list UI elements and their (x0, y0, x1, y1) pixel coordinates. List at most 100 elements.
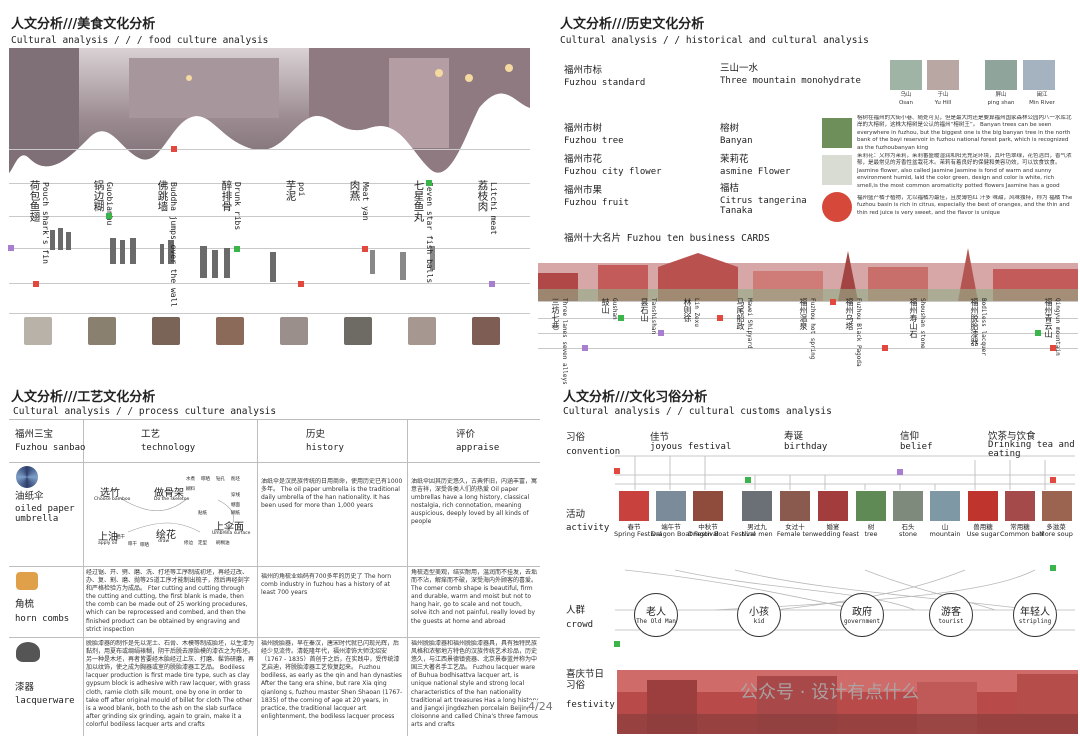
three-mountains-label-cn: 三山一水 (720, 63, 759, 74)
minor-step: 水煮 (186, 477, 195, 482)
food-photo (24, 317, 52, 345)
landmarks-strip-image (538, 248, 1078, 301)
marker-dot (1050, 345, 1056, 351)
customs-culture-subtitle: Cultural analysis / / cultural customs a… (563, 406, 832, 417)
table-border (83, 419, 84, 736)
minor-step: 晾晒 (201, 477, 210, 482)
lacquer-technology: 脱胎漆器的制作是先以泥土、石膏、木模等制成胎坯，以生漆为黏剂，用夏布或绸绢裱糊，… (86, 640, 255, 728)
card-name-en: Three lanes seven alleys (561, 298, 568, 385)
minor-step: 修边 (184, 541, 193, 546)
step-skeleton-en: Do the skeleton (154, 497, 190, 502)
customs-culture-title: 人文分析///文化习俗分析 (563, 390, 708, 405)
food-name-en: Guobianhu (105, 182, 114, 226)
convention-birthday-cn: 寿诞 (784, 431, 804, 442)
marker-dot (106, 213, 112, 219)
card-name-cn: 福州寿山石 (909, 298, 918, 338)
city-emblem-label-en: Fuzhou standard (564, 78, 646, 88)
mountain-name-en: ping shan (987, 100, 1015, 106)
header-sanbao-en: Fuzhou sanbao (15, 443, 86, 453)
jasmine-photo (822, 155, 852, 185)
header-history-cn: 历史 (306, 429, 326, 440)
card-name-en: Gushan (611, 298, 618, 320)
marker-dot (882, 345, 888, 351)
history-culture-title: 人文分析///历史文化分析 (560, 17, 705, 32)
table-border (9, 637, 540, 638)
food-name-cn: 荔枝肉 (476, 180, 489, 212)
comb-icon (16, 572, 38, 590)
jasmine-label-en: asmine Flower (720, 167, 791, 177)
step-apply-oil-en: apply oil (98, 541, 118, 546)
minor-step: 晾干 (128, 542, 137, 547)
card-name-en: Shoushan stone (919, 298, 926, 349)
banyan-description: 榕树在福州的大街小巷、随处可见，但是最大的还是要算福州国家森林公园内八一水库北岸… (857, 115, 1072, 151)
orange-description: 福州盛产橘子植物，尤以福橘为最佳，且皮薄色红 汁多 味甜，风味独特，称为 福橘 … (857, 195, 1073, 216)
food-photo (344, 317, 372, 345)
marker-dot (582, 345, 588, 351)
grid-line (538, 301, 1078, 302)
table-border (257, 419, 258, 736)
food-name-en: Drunk ribs (233, 182, 242, 231)
food-name-cn: 佛跳墙 (156, 180, 169, 212)
history-culture-subtitle: Cultural analysis / / historical and cul… (560, 35, 869, 46)
mountain-name-cn: 于山 (937, 92, 949, 98)
step-umbrella-surface: 上伞面 (214, 522, 244, 533)
step-apply-oil: 上油 (98, 532, 118, 543)
min-river-photo (1023, 60, 1055, 90)
step-choose-bamboo-en: Choose bamboo (94, 497, 131, 502)
food-name-cn: 肉燕 (348, 180, 361, 201)
lacquerware-icon (16, 642, 40, 662)
table-border (407, 419, 408, 736)
marker-dot (362, 246, 368, 252)
marker-dot (618, 315, 624, 321)
umbrella-icon (16, 466, 38, 488)
three-mountains-label-en: Three mountain monohydrate (720, 76, 861, 86)
minor-step: 绷面 (231, 503, 240, 508)
header-history-en: history (306, 443, 344, 453)
card-name-en: Bodiless lacquer (980, 298, 987, 356)
city-fruit-label-en: Fuzhou fruit (564, 198, 630, 208)
watermark: 公众号 · 设计有点什么 (740, 682, 920, 703)
umbrella-process-diagram: 选竹 Choose bamboo 做骨架 Do the skeleton 上油 … (88, 470, 254, 562)
orange-photo (822, 192, 852, 222)
marker-dot (745, 477, 751, 483)
grid-line (538, 348, 1078, 349)
row-label-convention-en: convention (566, 447, 621, 457)
convention-festival-cn: 佳节 (650, 432, 670, 443)
process-culture-title: 人文分析///工艺文化分析 (11, 390, 156, 405)
crowd-silhouettes (50, 228, 276, 282)
grid-line (9, 248, 530, 249)
row-name-en: oiled paper umbrella (15, 504, 75, 525)
street-scene-image (9, 48, 530, 173)
row-name-cn: 漆器 (15, 682, 35, 693)
card-name-en: Fuzhou hot spring (809, 298, 816, 360)
step-draw-en: draw (158, 539, 170, 544)
umbrella-history: 油纸伞是汉民族传统的日用商命，使用历史已有1000多年。 The oil pap… (261, 478, 403, 510)
marker-dot (33, 281, 39, 287)
convention-belief-cn: 信仰 (900, 431, 920, 442)
food-photo (88, 317, 116, 345)
food-name-en: poi (297, 182, 306, 197)
minor-step: 晒干 (116, 535, 125, 540)
ten-cards-title: 福州十大名片 Fuzhou ten business CARDS (564, 233, 770, 244)
grid-line (9, 149, 530, 150)
mountain-name-cn: 乌山 (900, 92, 912, 98)
minor-step: 刷桐油 (216, 541, 230, 546)
convention-festival-en: joyous festival (650, 442, 732, 452)
grid-line (538, 318, 1078, 319)
header-appraise-cn: 评价 (456, 429, 476, 440)
card-name-cn: 昙石山 (640, 298, 649, 322)
activity-photo (656, 491, 686, 521)
minor-step: 糊纸 (231, 511, 240, 516)
mountain-name-en: Yu Hill (934, 100, 952, 106)
orange-label-en: Citrus tangerina Tanaka (720, 196, 807, 217)
marker-dot (717, 315, 723, 321)
activity-photo (1005, 491, 1035, 521)
